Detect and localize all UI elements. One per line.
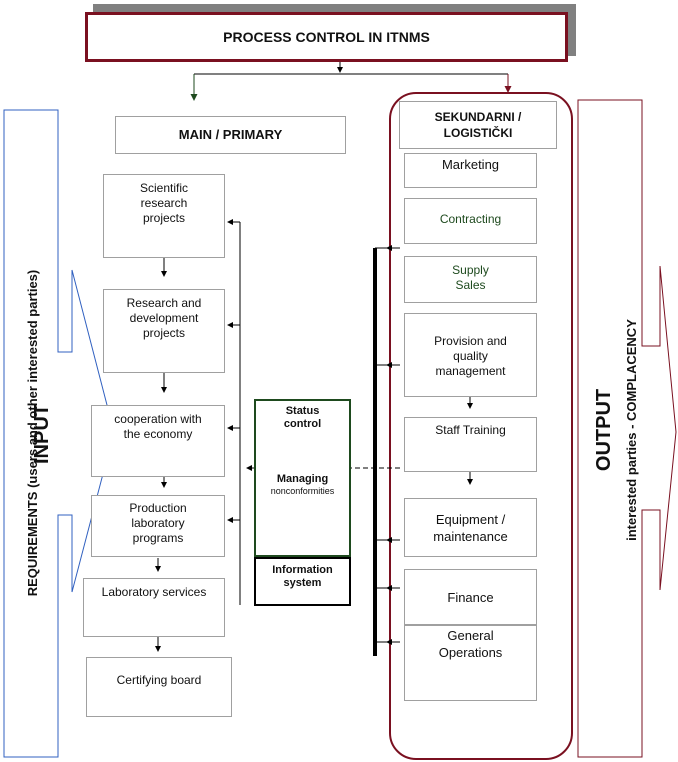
secondary-header-line: LOGISTIČKI <box>443 126 513 140</box>
process-label: development <box>129 311 199 325</box>
page-title: PROCESS CONTROL IN ITNMS <box>223 29 430 45</box>
process-label: the economy <box>123 427 193 441</box>
status-control-label: control <box>283 418 322 430</box>
managing-label: Managing <box>276 473 329 485</box>
process-label: Laboratory services <box>101 585 207 599</box>
process-label: Contracting <box>439 212 502 226</box>
primary-process-box: Scientific research projects <box>103 174 225 258</box>
process-label: Production <box>129 501 187 515</box>
status-control-label: Status <box>285 405 320 417</box>
process-label: Research and <box>126 296 202 310</box>
information-system-box: Information system <box>254 557 351 606</box>
process-label: Supply <box>452 263 489 277</box>
primary-process-box: cooperation with the economy <box>91 405 225 477</box>
title-box: PROCESS CONTROL IN ITNMS <box>85 12 568 62</box>
process-label: research <box>140 196 188 210</box>
secondary-process-box: Supply Sales <box>404 256 537 303</box>
secondary-process-box: General Operations <box>404 625 537 701</box>
main-header-box: MAIN / PRIMARY <box>115 116 346 154</box>
process-label: quality <box>453 349 488 363</box>
process-label: Staff Training <box>435 423 506 437</box>
process-label: Sales <box>455 278 486 292</box>
output-arrow-shape <box>577 99 677 758</box>
primary-process-box: Research and development projects <box>103 289 225 373</box>
secondary-process-box: Provision and quality management <box>404 313 537 397</box>
secondary-header-box: SEKUNDARNI / LOGISTIČKI <box>399 101 557 149</box>
status-control-box: Status control Managing nonconformities <box>254 399 351 557</box>
secondary-header-line: SEKUNDARNI / <box>434 110 522 124</box>
process-label: cooperation with <box>114 412 202 426</box>
process-label: programs <box>132 531 184 545</box>
primary-process-box: Production laboratory programs <box>91 495 225 557</box>
information-system-label: system <box>283 577 322 589</box>
process-label: Equipment / <box>435 512 506 527</box>
primary-process-box: Laboratory services <box>83 578 225 637</box>
process-label: management <box>435 364 506 378</box>
process-label: laboratory <box>131 516 185 530</box>
secondary-process-box: Staff Training <box>404 417 537 472</box>
information-system-label: Information <box>272 564 333 576</box>
process-label: projects <box>142 326 186 340</box>
process-label: Finance <box>447 590 494 605</box>
primary-process-box: Certifying board <box>86 657 232 717</box>
process-label: Marketing <box>441 157 500 172</box>
secondary-process-box: Finance <box>404 569 537 625</box>
main-header: MAIN / PRIMARY <box>178 127 283 142</box>
interested-parties-label: interested parties - COMPLACENCY <box>624 319 639 541</box>
secondary-process-box: Contracting <box>404 198 537 244</box>
process-label: maintenance <box>433 529 508 544</box>
process-label: Operations <box>438 645 503 660</box>
output-label: OUTPUT <box>593 388 615 472</box>
process-label: Certifying board <box>116 673 202 687</box>
process-label: Provision and <box>434 334 507 348</box>
nonconformities-label: nonconformities <box>270 486 335 496</box>
input-label: INPUT <box>31 404 53 464</box>
process-label: projects <box>142 211 186 225</box>
secondary-process-box: Equipment / maintenance <box>404 498 537 557</box>
process-label: Scientific <box>139 181 189 195</box>
secondary-process-box: Marketing <box>404 153 537 188</box>
process-label: General <box>447 628 494 643</box>
